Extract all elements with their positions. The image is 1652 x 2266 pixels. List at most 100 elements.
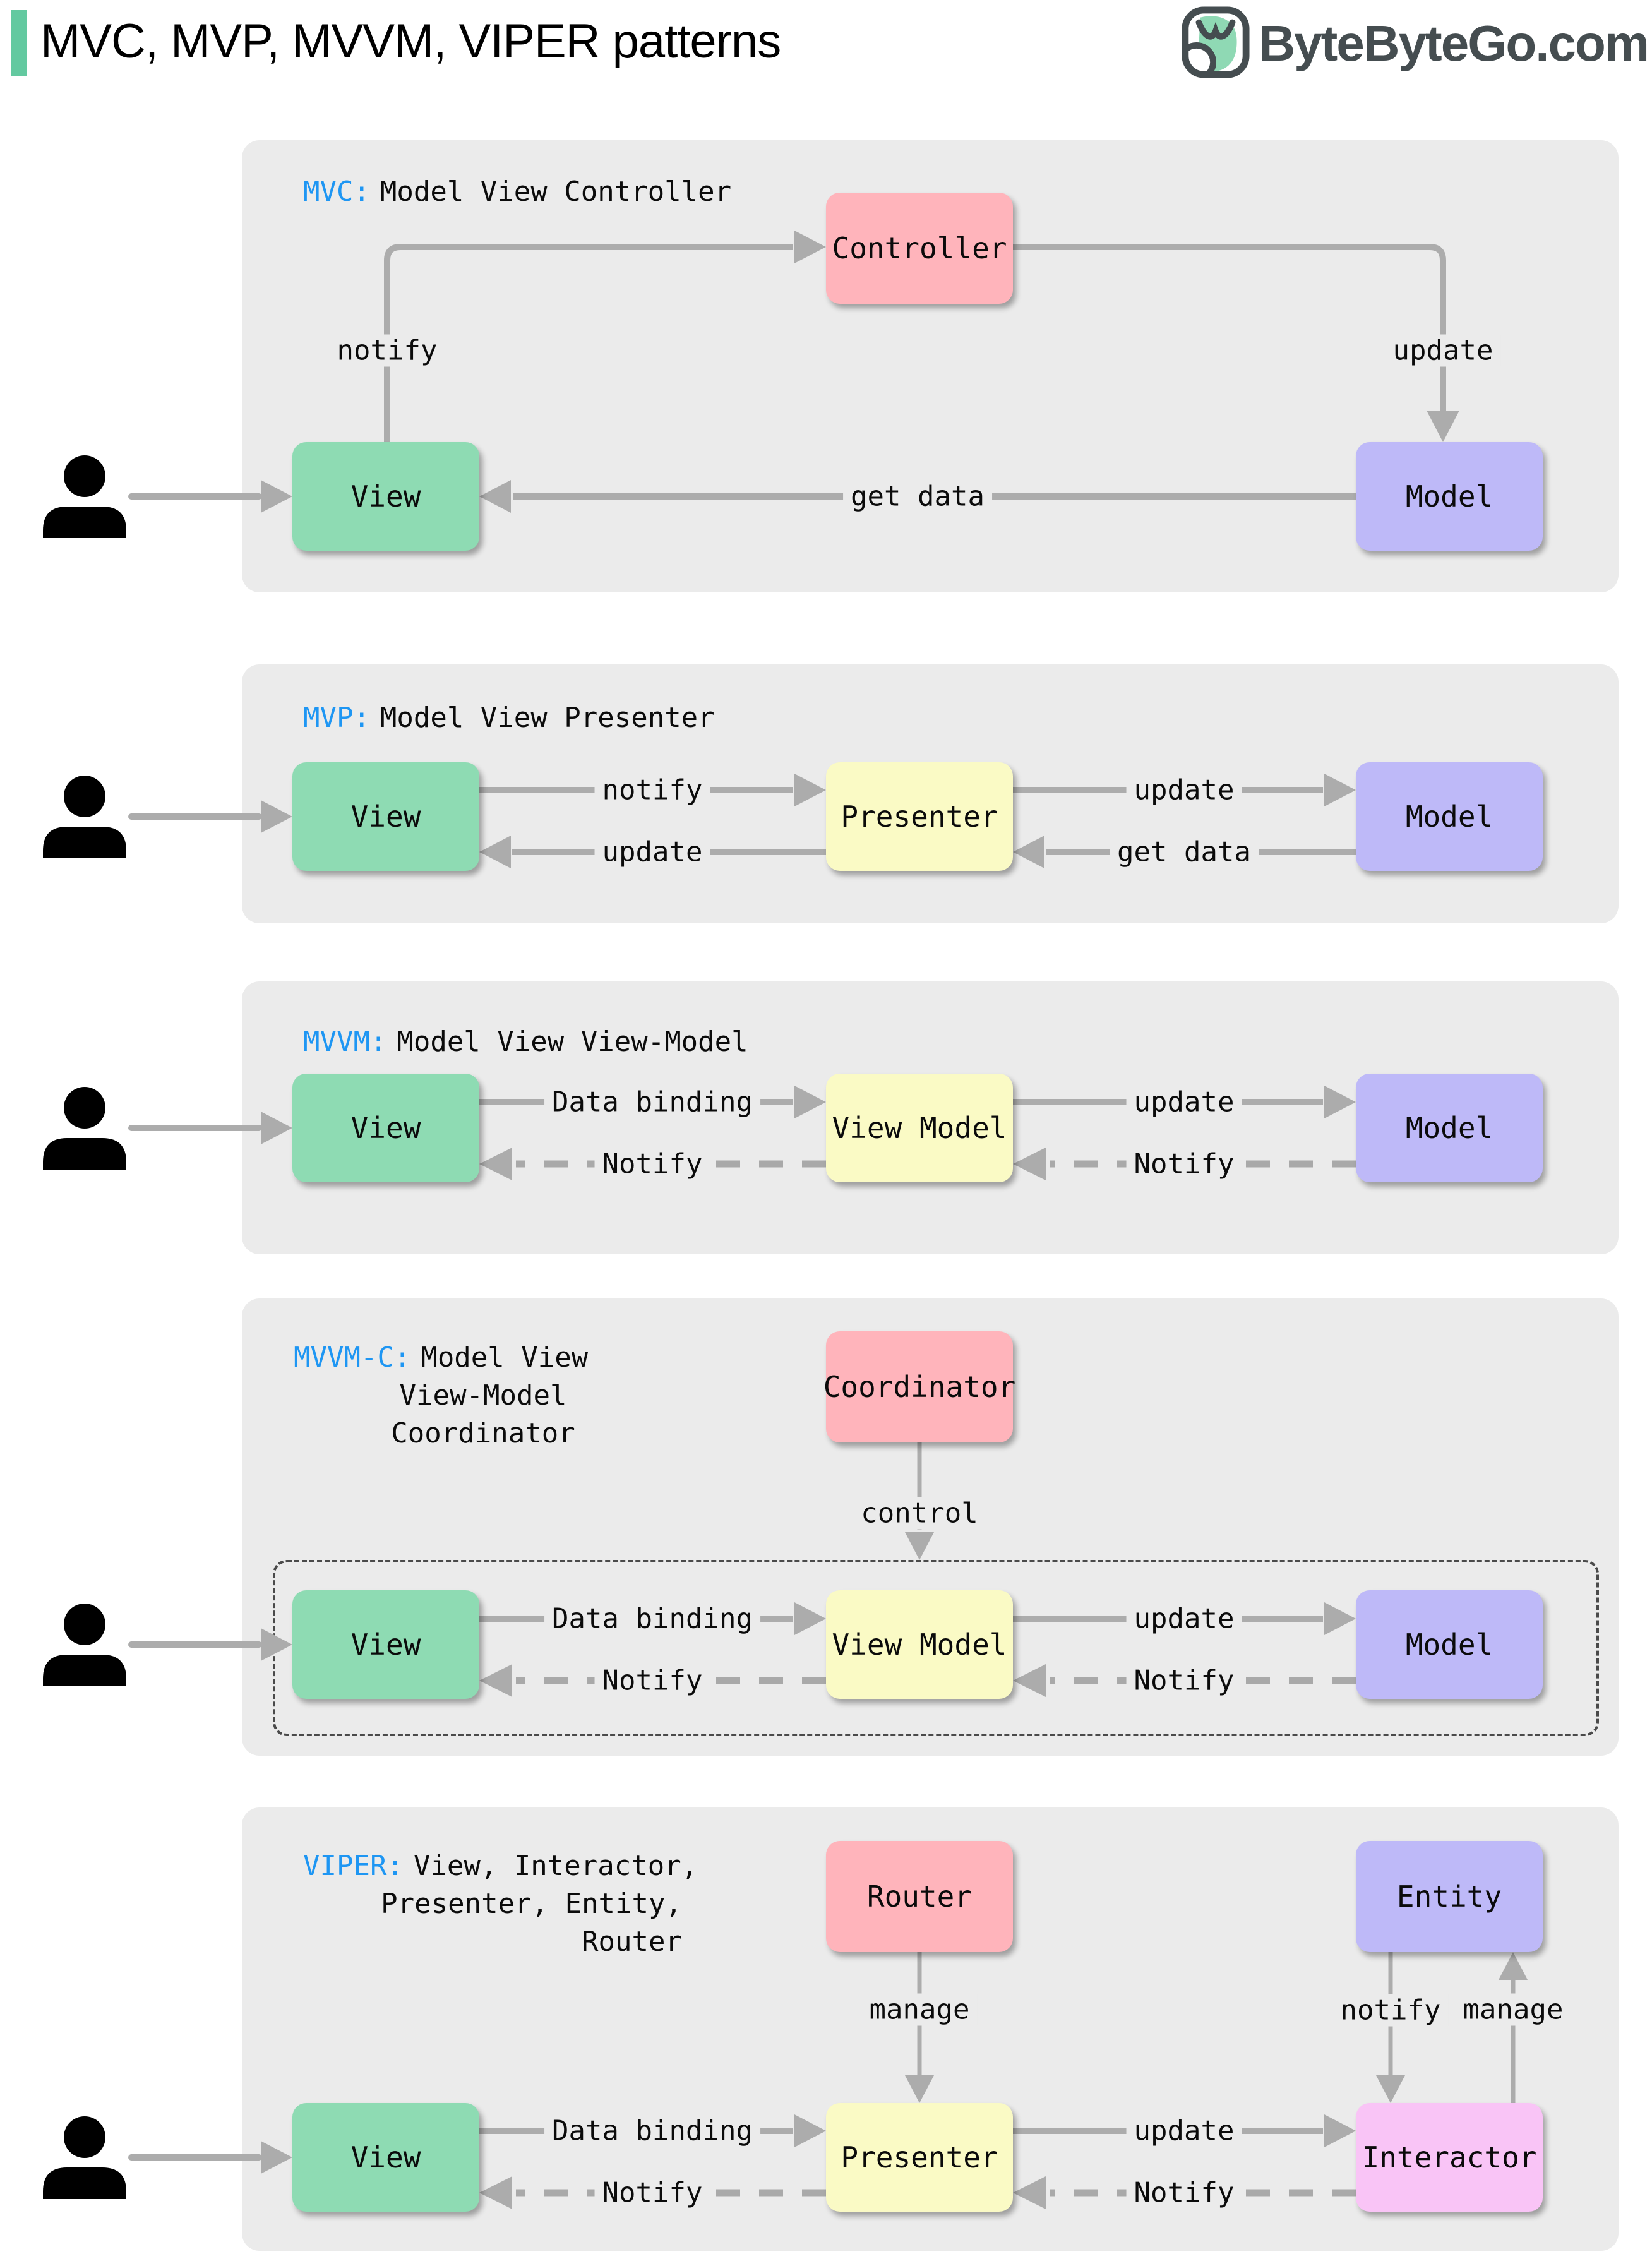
- update-to-model-label: update: [1126, 774, 1242, 806]
- model-box: Model: [1356, 1590, 1543, 1699]
- notify-to-view-arrowhead-icon: [479, 2176, 512, 2209]
- mvvm-name: Model View View-Model: [397, 1026, 748, 1058]
- data-binding-arrowhead-icon: [794, 2114, 826, 2147]
- mvvmc-tag: MVVM-C:: [294, 1341, 411, 1374]
- user-icon: [43, 455, 292, 538]
- presenter-box-label: Presenter: [841, 2140, 998, 2174]
- model-box-label: Model: [1405, 800, 1493, 834]
- notify-to-presenter-label: Notify: [1126, 2176, 1242, 2209]
- mvvmc-section: MVVM-C: Model View View-Model Coordinator…: [242, 1298, 1619, 1756]
- router-box-label: Router: [866, 1879, 973, 1914]
- get-data-arrowhead-icon: [479, 480, 511, 513]
- model-box: Model: [1356, 762, 1543, 871]
- model-box-label: Model: [1405, 479, 1493, 513]
- data-binding-arrowhead-icon: [794, 1086, 826, 1118]
- get-data-arrowhead-icon: [1013, 836, 1044, 868]
- controller-box-label: Controller: [832, 231, 1007, 265]
- notify-label: notify: [329, 334, 445, 367]
- router-box: Router: [826, 1841, 1013, 1952]
- update-arrow-line: [1013, 244, 1446, 411]
- mvc-tag: MVC:: [303, 176, 370, 208]
- view-model-box: View Model: [826, 1074, 1013, 1182]
- notify-to-view-label: Notify: [594, 1148, 710, 1180]
- update-arrowhead-icon: [1427, 411, 1459, 442]
- mvvm-tag: MVVM:: [303, 1026, 387, 1058]
- view-box: View: [292, 442, 479, 551]
- mvvm-section-label: MVVM: Model View View-Model: [303, 1023, 748, 1061]
- controller-box: Controller: [826, 193, 1013, 304]
- notify-arrow-line: [384, 244, 793, 442]
- view-box: View: [292, 1590, 479, 1699]
- update-back-arrowhead-icon: [479, 836, 511, 868]
- presenter-box: Presenter: [826, 762, 1013, 871]
- update-arrowhead-icon: [1324, 1086, 1356, 1118]
- entity-box: Entity: [1356, 1841, 1543, 1952]
- notify-to-viewmodel-label: Notify: [1126, 1664, 1242, 1697]
- view-box-label: View: [350, 2140, 421, 2174]
- model-box-label: Model: [1405, 1111, 1493, 1145]
- manage-router-arrowhead-icon: [905, 2075, 934, 2103]
- control-label: control: [853, 1497, 986, 1530]
- view-model-box-label: View Model: [832, 1628, 1007, 1662]
- title-accent-bar: [11, 10, 27, 76]
- user-icon: [43, 2116, 292, 2199]
- mvvmc-name-line2: View-Model: [399, 1379, 567, 1412]
- mvvmc-section-label: MVVM-C: Model View View-Model Coordinator: [294, 1339, 673, 1453]
- viper-arrows: [479, 1952, 1528, 2209]
- view-box: View: [292, 2103, 479, 2212]
- entity-box-label: Entity: [1396, 1879, 1502, 1914]
- brand: ByteByteGo.com: [1182, 6, 1649, 81]
- mvc-section-label: MVC: Model View Controller: [303, 173, 731, 211]
- notify-to-presenter-arrowhead-icon: [1013, 2176, 1046, 2209]
- notify-to-viewmodel-label: Notify: [1126, 1148, 1242, 1180]
- viper-name-line2: Presenter, Entity,: [381, 1888, 682, 1920]
- view-box-label: View: [350, 1111, 421, 1145]
- update-label: update: [1385, 334, 1501, 367]
- view-box-label: View: [350, 800, 421, 834]
- notify-to-view-arrowhead-icon: [479, 1664, 512, 1697]
- manage-entity-arrowhead-icon: [1499, 1952, 1528, 1980]
- mvp-section: MVP:Model View Presenter View Presenter …: [242, 664, 1619, 923]
- view-box-label: View: [350, 479, 421, 513]
- data-binding-arrowhead-icon: [794, 1602, 826, 1635]
- page-title: MVC, MVP, MVVM, VIPER patterns: [40, 15, 781, 68]
- notify-to-view-label: Notify: [594, 2176, 710, 2209]
- brand-text: ByteByteGo.com: [1259, 15, 1649, 71]
- model-box-label: Model: [1405, 1628, 1493, 1662]
- mvc-name: Model View Controller: [380, 176, 732, 208]
- view-model-box-label: View Model: [832, 1111, 1007, 1145]
- viper-section-label: VIPER: View, Interactor, Presenter, Entit…: [303, 1847, 707, 1961]
- presenter-box: Presenter: [826, 2103, 1013, 2212]
- mvvmc-name-line3: Coordinator: [391, 1417, 575, 1449]
- user-icon: [43, 1087, 292, 1170]
- user-icon: [43, 1604, 292, 1686]
- update-label: update: [1126, 1086, 1242, 1118]
- get-data-label: get data: [843, 480, 992, 513]
- control-arrowhead-icon: [905, 1532, 934, 1560]
- mvp-name: Model View Presenter: [380, 702, 715, 734]
- bytebytego-logo-icon: [1182, 6, 1250, 81]
- notify-to-view-label: Notify: [594, 1664, 710, 1697]
- model-box: Model: [1356, 1074, 1543, 1182]
- update-arrowhead-icon: [1324, 774, 1356, 806]
- viper-name-line1: View, Interactor,: [413, 1850, 698, 1882]
- interactor-box-label: Interactor: [1362, 2140, 1537, 2174]
- notify-to-viewmodel-arrowhead-icon: [1013, 1664, 1046, 1697]
- data-binding-label: Data binding: [544, 1602, 760, 1635]
- data-binding-label: Data binding: [544, 2114, 760, 2147]
- user-icon: [43, 776, 292, 858]
- viper-name-line3: Router: [582, 1926, 682, 1958]
- coordinator-box-label: Coordinator: [823, 1370, 1016, 1404]
- viper-tag: VIPER:: [303, 1850, 404, 1882]
- update-arrowhead-icon: [1324, 2114, 1356, 2147]
- data-binding-label: Data binding: [544, 1086, 760, 1118]
- mvvmc-name-line1: Model View: [421, 1341, 589, 1374]
- update-to-view-label: update: [594, 836, 710, 868]
- notify-to-view-arrowhead-icon: [479, 1148, 512, 1180]
- view-box: View: [292, 1074, 479, 1182]
- model-box: Model: [1356, 442, 1543, 551]
- presenter-box-label: Presenter: [841, 800, 998, 834]
- manage-entity-label: manage: [1455, 1993, 1571, 2026]
- notify-arrowhead-icon: [794, 774, 826, 806]
